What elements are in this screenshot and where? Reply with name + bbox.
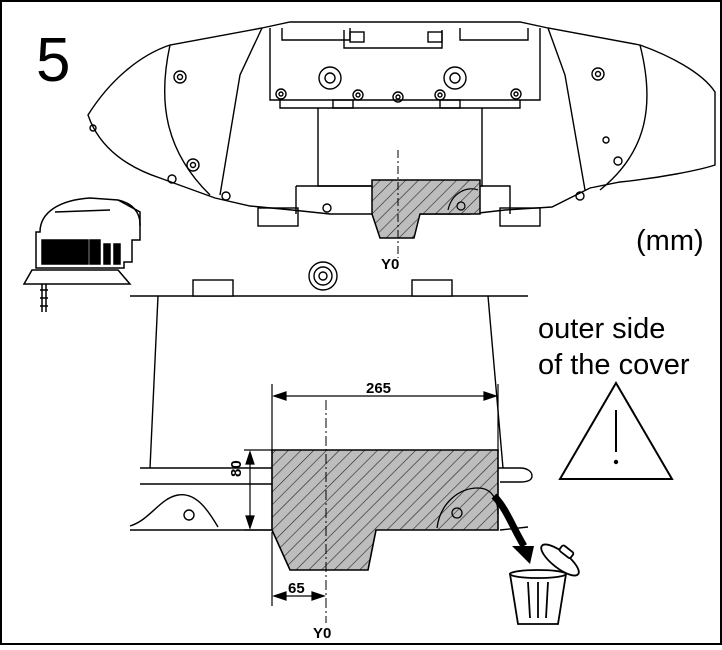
cut-area-top-hole [456, 201, 466, 211]
offset-dimension [271, 532, 326, 606]
discard-arrow-icon [491, 493, 534, 564]
y0-label-top: Y0 [381, 256, 400, 273]
cut-area-top [371, 179, 481, 239]
height-dimension [244, 449, 272, 531]
width-dimension-label: 265 [366, 380, 392, 397]
trash-bin-icon [508, 543, 580, 625]
y0-label-bottom: Y0 [313, 625, 332, 642]
warning-text-line1: outer side [538, 313, 666, 345]
cut-area-top-curve [447, 188, 479, 211]
warning-triangle-icon [558, 381, 674, 480]
cut-area-detail [271, 449, 499, 571]
cover-top-view [87, 21, 716, 227]
height-dimension-label: 80 [228, 460, 245, 477]
cover-detail-view [129, 261, 533, 531]
offset-dimension-label: 65 [288, 580, 305, 597]
width-dimension [271, 384, 499, 452]
warning-text-line2: of the cover [538, 349, 690, 381]
cut-area-detail-hole [451, 507, 463, 519]
jigsaw-icon [22, 197, 141, 312]
unit-label: (mm) [636, 225, 704, 257]
step-number: 5 [36, 26, 71, 95]
